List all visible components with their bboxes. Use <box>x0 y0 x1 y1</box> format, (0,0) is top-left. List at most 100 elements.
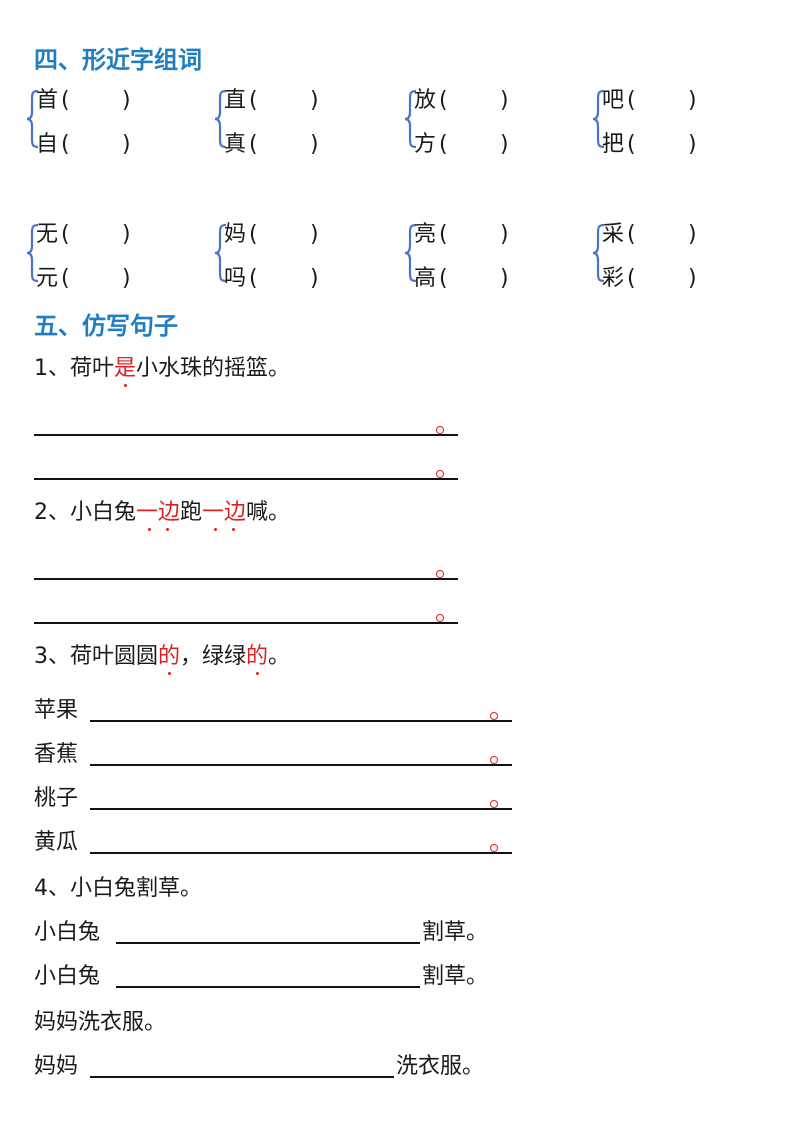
group-char: 吧 <box>602 88 625 113</box>
brace-icon <box>592 90 605 148</box>
answer-line[interactable] <box>90 852 512 854</box>
paren-close: ) <box>500 222 509 247</box>
group-char: 首 <box>36 88 59 113</box>
group-char: 真 <box>224 132 247 157</box>
brace-icon <box>26 90 39 148</box>
paren-open: ( <box>439 132 448 157</box>
q4-example: 妈妈洗衣服。 <box>34 1010 167 1035</box>
paren-close: ) <box>500 266 509 291</box>
answer-blank[interactable] <box>450 88 498 114</box>
q3-item-label: 桃子 <box>34 786 79 811</box>
period-mark <box>436 470 444 478</box>
paren-open: ( <box>627 222 636 247</box>
q4-verb: 割草。 <box>422 920 489 945</box>
period-mark <box>436 570 444 578</box>
answer-blank[interactable] <box>72 222 120 248</box>
q1-pre: 1、荷叶 <box>34 356 114 381</box>
group-char: 放 <box>414 88 437 113</box>
answer-line[interactable] <box>116 942 420 944</box>
question-2: 2、小白兔一边跑一边喊。 <box>34 500 291 531</box>
answer-blank[interactable] <box>72 266 120 292</box>
paren-open: ( <box>249 266 258 291</box>
answer-line[interactable] <box>90 808 512 810</box>
q2-post: 喊。 <box>246 500 291 525</box>
answer-blank[interactable] <box>638 222 686 248</box>
brace-icon <box>214 224 227 282</box>
paren-close: ) <box>500 132 509 157</box>
group-char: 无 <box>36 222 59 247</box>
answer-blank[interactable] <box>72 132 120 158</box>
paren-close: ) <box>688 132 697 157</box>
brace-icon <box>592 224 605 282</box>
answer-blank[interactable] <box>260 132 308 158</box>
answer-blank[interactable] <box>450 266 498 292</box>
q4-verb-2: 洗衣服。 <box>396 1054 485 1079</box>
period-mark <box>436 426 444 434</box>
paren-open: ( <box>439 266 448 291</box>
answer-blank[interactable] <box>450 222 498 248</box>
paren-open: ( <box>627 132 636 157</box>
answer-blank[interactable] <box>72 88 120 114</box>
answer-line[interactable] <box>90 720 512 722</box>
brace-icon <box>26 224 39 282</box>
q3-item-label: 黄瓜 <box>34 830 79 855</box>
answer-line[interactable] <box>34 434 458 436</box>
q3-post: 。 <box>268 644 291 669</box>
section-5-title: 五、仿写句子 <box>34 312 178 340</box>
q1-post: 小水珠的摇篮。 <box>136 356 291 381</box>
paren-close: ) <box>688 266 697 291</box>
q4-verb: 割草。 <box>422 964 489 989</box>
q4-subject-2: 妈妈 <box>34 1054 79 1079</box>
group-char: 彩 <box>602 266 625 291</box>
answer-blank[interactable] <box>450 132 498 158</box>
answer-line[interactable] <box>34 478 458 480</box>
period-mark <box>436 614 444 622</box>
answer-blank[interactable] <box>260 222 308 248</box>
paren-close: ) <box>310 88 319 113</box>
answer-line[interactable] <box>34 622 458 624</box>
paren-close: ) <box>310 222 319 247</box>
brace-icon <box>214 90 227 148</box>
group-char: 把 <box>602 132 625 157</box>
paren-close: ) <box>500 88 509 113</box>
paren-open: ( <box>61 266 70 291</box>
paren-close: ) <box>122 266 131 291</box>
q3-pre: 3、荷叶圆圆 <box>34 644 158 669</box>
answer-blank[interactable] <box>638 266 686 292</box>
period-mark <box>490 712 498 720</box>
q3-mid: ，绿绿 <box>180 644 247 669</box>
answer-blank[interactable] <box>260 266 308 292</box>
paren-close: ) <box>310 132 319 157</box>
answer-line[interactable] <box>90 1076 394 1078</box>
q4-subject: 小白兔 <box>34 964 101 989</box>
paren-close: ) <box>688 88 697 113</box>
answer-blank[interactable] <box>638 132 686 158</box>
period-mark <box>490 844 498 852</box>
section-4-title: 四、形近字组词 <box>34 46 202 74</box>
paren-close: ) <box>122 222 131 247</box>
question-1: 1、荷叶是小水珠的摇篮。 <box>34 356 291 387</box>
paren-open: ( <box>249 222 258 247</box>
paren-open: ( <box>439 88 448 113</box>
group-char: 采 <box>602 222 625 247</box>
paren-open: ( <box>61 88 70 113</box>
q2-emphasis-2: 一边 <box>202 500 246 531</box>
q2-mid: 跑 <box>180 500 203 525</box>
paren-close: ) <box>122 132 131 157</box>
q4-subject: 小白兔 <box>34 920 101 945</box>
group-char: 自 <box>36 132 59 157</box>
answer-blank[interactable] <box>638 88 686 114</box>
answer-line[interactable] <box>116 986 420 988</box>
brace-icon <box>404 224 417 282</box>
group-char: 吗 <box>224 266 247 291</box>
answer-blank[interactable] <box>260 88 308 114</box>
paren-open: ( <box>439 222 448 247</box>
paren-open: ( <box>627 88 636 113</box>
group-char: 直 <box>224 88 247 113</box>
answer-line[interactable] <box>34 578 458 580</box>
group-char: 元 <box>36 266 59 291</box>
q3-emphasis-2: 的 <box>246 644 268 675</box>
answer-line[interactable] <box>90 764 512 766</box>
paren-open: ( <box>61 222 70 247</box>
paren-close: ) <box>310 266 319 291</box>
